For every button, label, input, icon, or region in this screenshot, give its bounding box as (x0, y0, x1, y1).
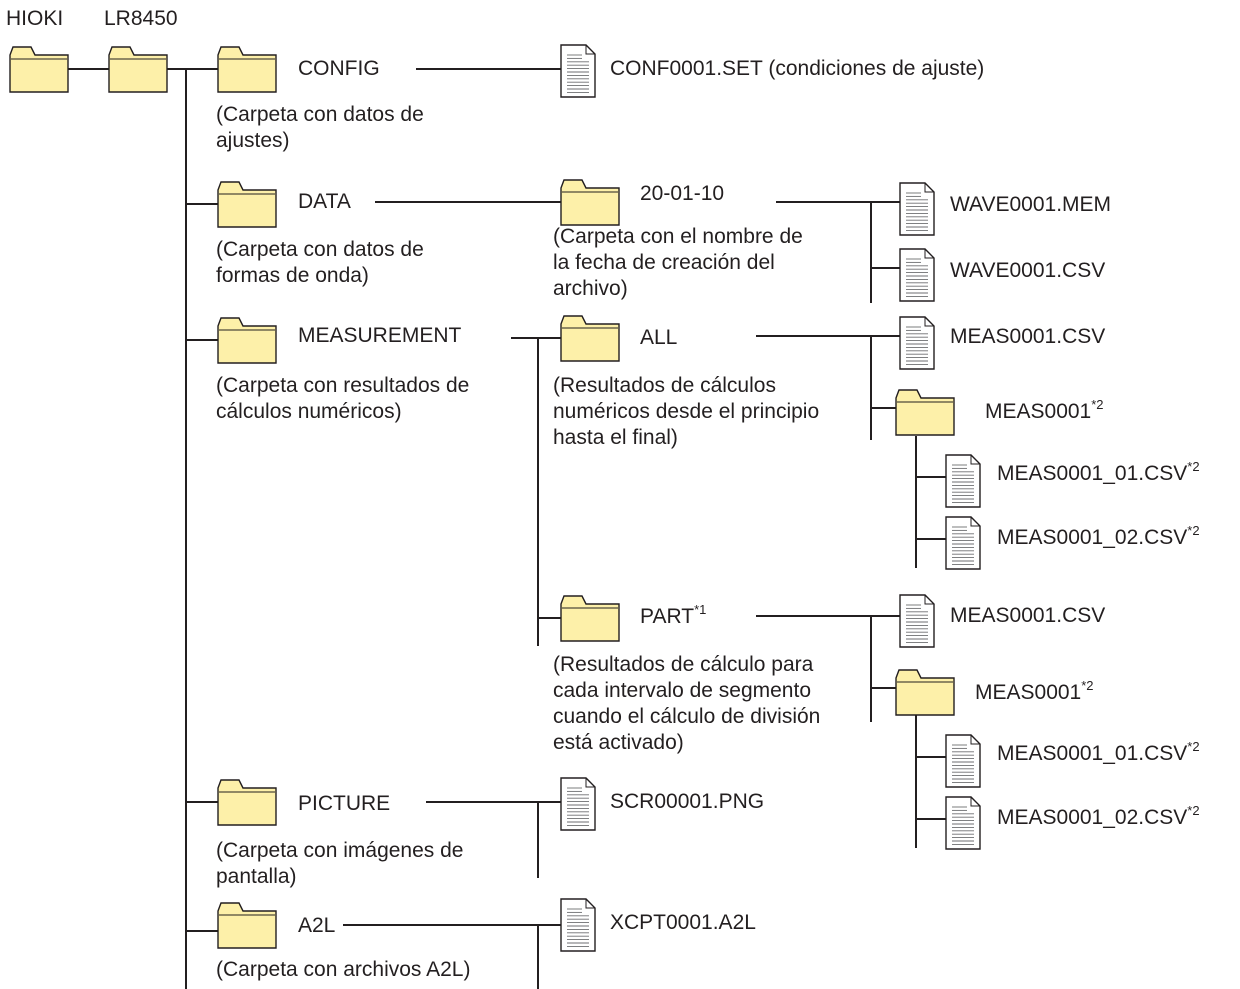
file-icon-xcp (560, 898, 596, 952)
file-icon-conf (560, 44, 596, 98)
folder-icon-data (217, 181, 277, 228)
file-icon-all-01 (945, 454, 981, 508)
file-icon-scr (560, 777, 596, 831)
file-icon-wave-csv (899, 248, 935, 302)
folder-icon-meas-all (895, 389, 955, 436)
folder-label-all: ALL (640, 326, 678, 349)
file-icon-part-02 (945, 796, 981, 850)
file-icon-all-02 (945, 516, 981, 570)
folder-icon-lr8450 (108, 46, 168, 93)
folder-icon-a2l (217, 902, 277, 949)
folder-icon-date (560, 179, 620, 226)
folder-icon-part (560, 595, 620, 642)
folder-label-part: PART*1 (640, 602, 707, 628)
folder-icon-measurement (217, 317, 277, 364)
file-label-conf: CONF0001.SET (condiciones de ajuste) (610, 57, 985, 80)
file-label-meas-part-csv: MEAS0001.CSV (950, 604, 1106, 627)
folder-label-picture: PICTURE (298, 792, 391, 815)
folder-label-measurement: MEASUREMENT (298, 324, 462, 347)
folder-label-config: CONFIG (298, 57, 380, 80)
folder-label-meas-all: MEAS0001*2 (985, 397, 1104, 423)
file-label-part-01: MEAS0001_01.CSV*2 (997, 739, 1200, 765)
folder-label-data: DATA (298, 190, 351, 213)
folder-icon-picture (217, 779, 277, 826)
file-label-xcp: XCPT0001.A2L (610, 911, 756, 934)
file-label-all-01: MEAS0001_01.CSV*2 (997, 459, 1200, 485)
model-label: LR8450 (104, 7, 178, 30)
folder-icon-all (560, 315, 620, 362)
folder-icon-config (217, 46, 277, 93)
folder-desc-a2l: (Carpeta con archivos A2L) (216, 958, 471, 981)
file-icon-wave-mem (899, 182, 935, 236)
folder-icon-hioki (9, 46, 69, 93)
folder-label-date: 20-01-10 (640, 182, 725, 205)
folder-icon-meas-part (895, 669, 955, 716)
file-label-all-02: MEAS0001_02.CSV*2 (997, 523, 1200, 549)
file-label-meas-all-csv: MEAS0001.CSV (950, 325, 1106, 348)
file-icon-meas-all-csv (899, 316, 935, 370)
file-label-part-02: MEAS0001_02.CSV*2 (997, 803, 1200, 829)
folder-label-meas-part: MEAS0001*2 (975, 678, 1094, 704)
file-icon-meas-part-csv (899, 594, 935, 648)
file-label-wave-csv: WAVE0001.CSV (950, 259, 1106, 282)
folder-label-a2l: A2L (298, 914, 336, 937)
maker-label: HIOKI (6, 7, 64, 30)
file-label-scr: SCR00001.PNG (610, 790, 765, 813)
file-label-wave-mem: WAVE0001.MEM (950, 193, 1112, 216)
file-icon-part-01 (945, 734, 981, 788)
